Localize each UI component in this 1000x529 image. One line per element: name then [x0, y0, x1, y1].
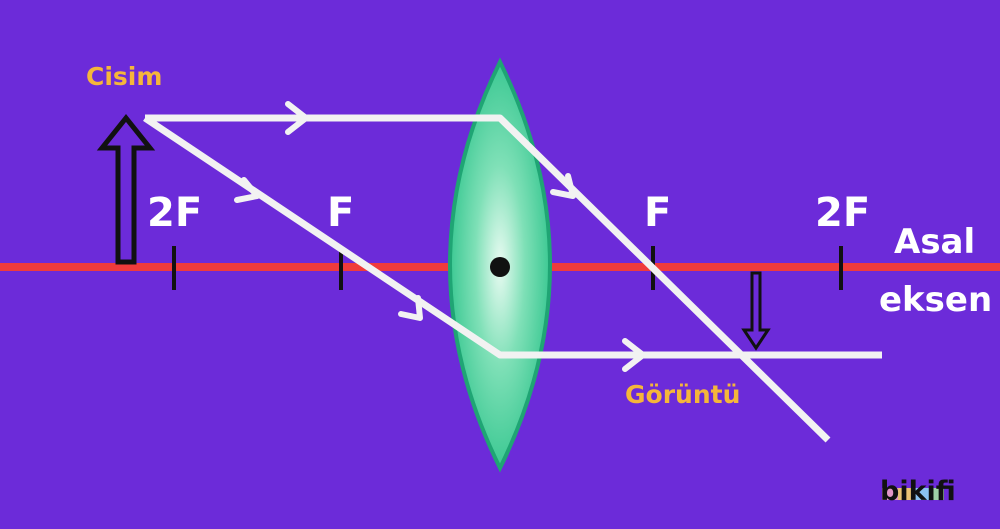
ray-arrow-2	[234, 177, 260, 203]
right-2f-label: 2F	[815, 190, 871, 236]
right-f-label: F	[644, 190, 672, 236]
image-label: Görüntü	[625, 380, 741, 409]
brand-logo: bikifi	[880, 476, 956, 507]
axis-label-line2: eksen	[879, 280, 993, 320]
ray-arrow-4	[398, 295, 423, 321]
object-arrow-icon	[96, 113, 156, 265]
ray-through-focus	[143, 115, 882, 359]
left-2f-label: 2F	[147, 190, 203, 236]
optical-center	[490, 257, 510, 277]
image-arrow-icon	[741, 271, 771, 351]
ray-arrow-3	[550, 173, 576, 199]
ray-parallel	[145, 114, 831, 443]
left-f-label: F	[327, 190, 355, 236]
axis-label-line1: Asal	[894, 222, 976, 262]
logo-color-bar	[882, 488, 944, 500]
object-label: Cisim	[86, 62, 163, 91]
ray-arrow-5	[622, 338, 646, 372]
ray-arrow-1	[285, 101, 309, 135]
